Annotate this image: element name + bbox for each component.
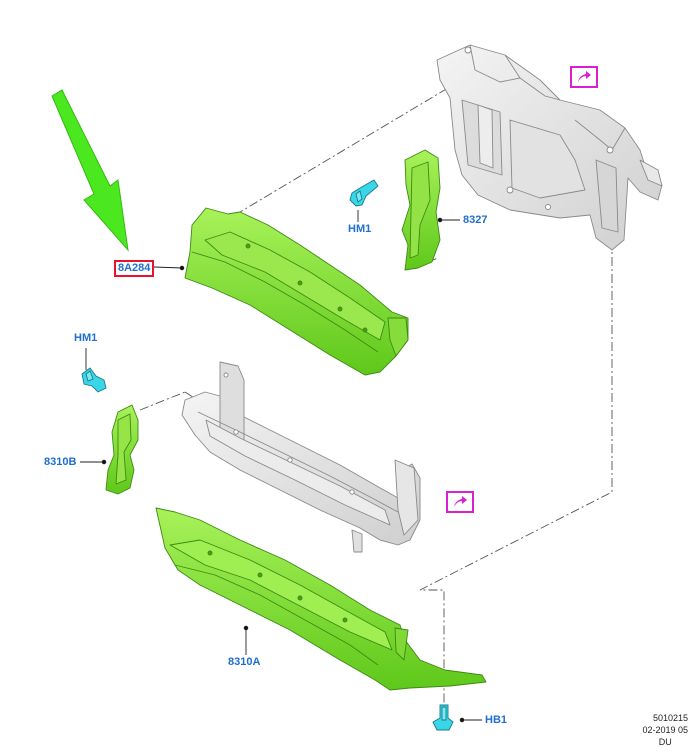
side-air-guide-part-8327 [401,149,441,271]
part-label-8310b[interactable]: 8310B [44,456,77,468]
diagram-code: 5010215 [652,713,688,723]
part-label-8327[interactable]: 8327 [463,214,488,226]
callout-leaders [80,210,482,723]
part-label-8a284[interactable]: 8A284 [114,260,155,277]
fastener-label-hb1[interactable]: HB1 [485,714,508,726]
green-pointer-arrow-icon [51,89,129,252]
fastener-label-hm1-top[interactable]: HM1 [348,223,372,235]
diagram-date: 02-2019 05 [642,725,688,735]
link-arrow-glyph [578,71,591,82]
diagram-reference-footer: 5010215 02-2019 05 DU [642,712,688,748]
external-link-icon[interactable] [446,491,474,513]
left-bracket-part-8310b [105,404,139,495]
external-link-icon[interactable] [570,66,598,88]
upper-air-deflector-part [184,207,409,376]
radiator-support-frame [436,44,663,251]
hm1-fastener-left [81,367,107,393]
diagram-region: DU [658,737,672,747]
lower-air-deflector-part-8310a [155,507,487,691]
part-label-8310a[interactable]: 8310A [228,656,261,668]
fastener-label-hm1-left[interactable]: HM1 [74,332,98,344]
bumper-reinforcement-beam [181,361,421,553]
hb1-fastener-bottom [432,704,454,731]
link-arrow-glyph [454,496,467,507]
hm1-fastener-top [349,179,379,207]
